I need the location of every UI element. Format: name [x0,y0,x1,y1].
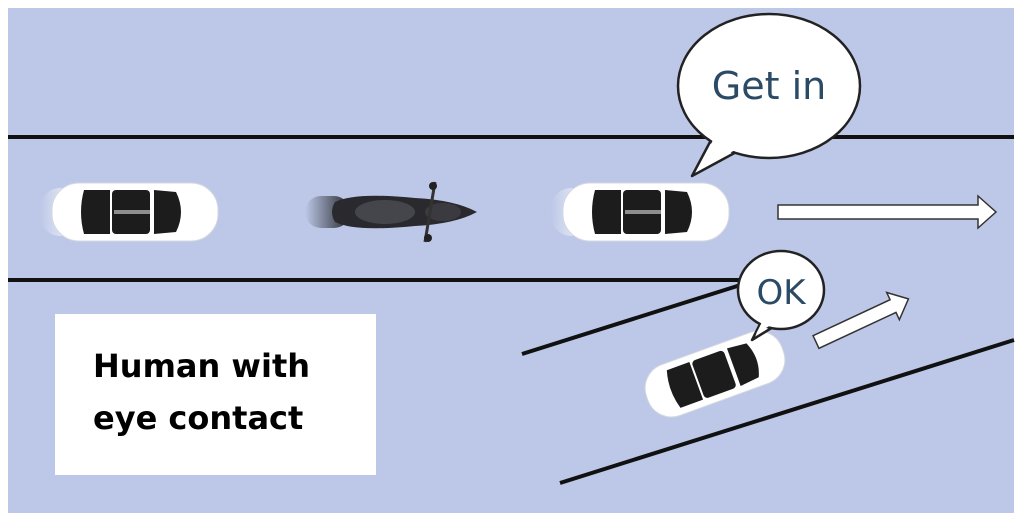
speech-bubble-ok: OK [736,249,826,342]
caption-line-2: eye contact [93,399,304,437]
speech-text-ok: OK [756,273,807,313]
merge-arrow-icon [812,291,910,350]
ramp-line-lower [559,338,1015,485]
speech-text-get-in: Get in [712,64,826,108]
right-arrow-icon [777,194,998,230]
car-top-view-icon [551,182,730,242]
merging-car-top-view-icon [644,330,786,418]
caption-line-1: Human with [93,347,311,385]
car-top-view-icon [40,182,219,242]
ramp-line-upper [521,280,751,356]
caption-box: Human with eye contact [55,314,376,475]
speech-bubble-get-in: Get in [676,12,862,178]
motorcycle-top-view-icon [305,181,477,243]
